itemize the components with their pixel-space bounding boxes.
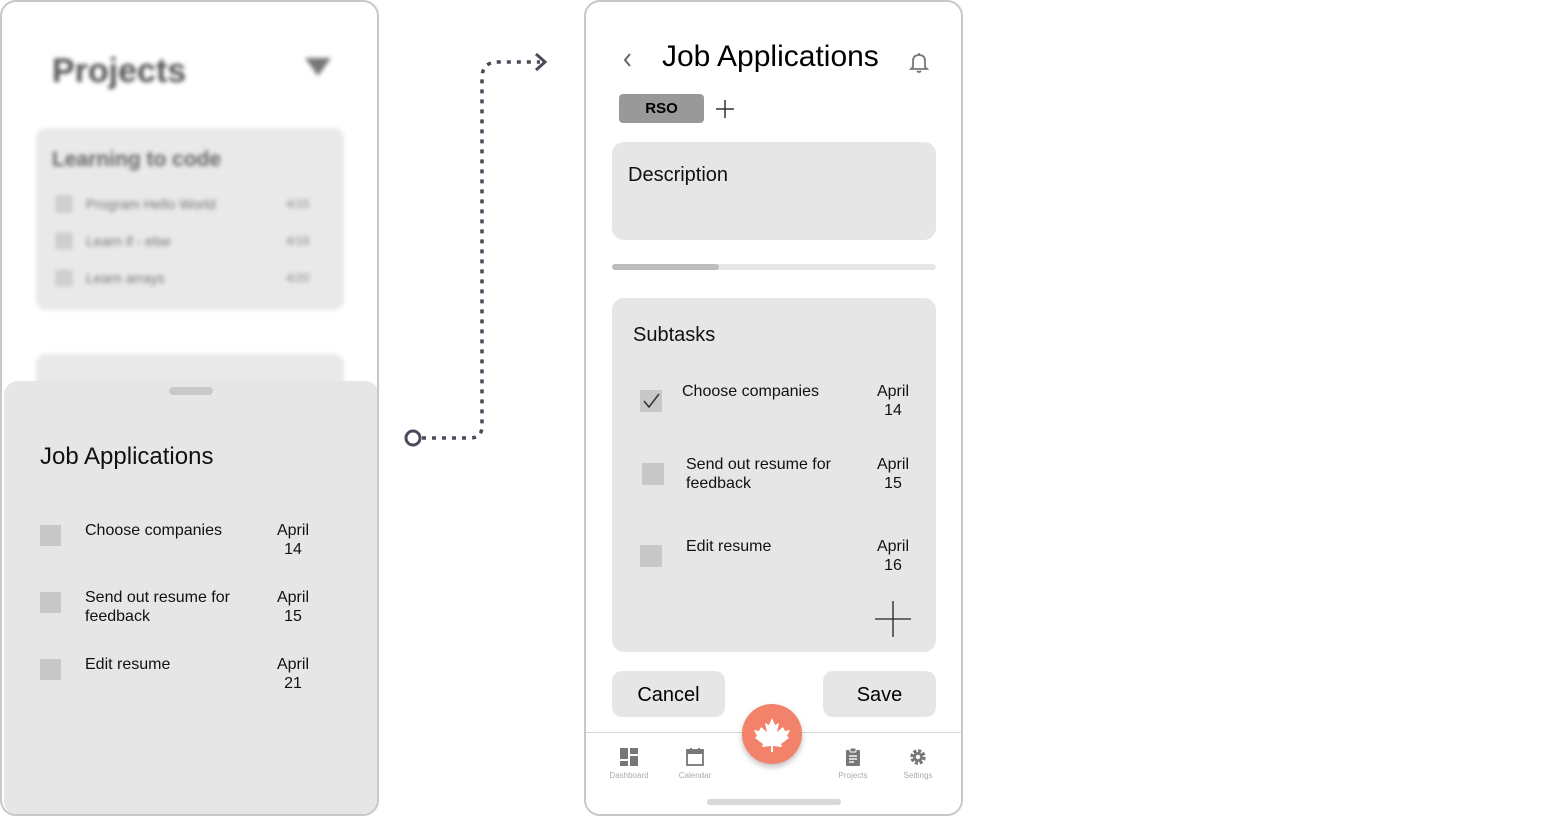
- gear-icon: [910, 749, 926, 765]
- nav-item-projects[interactable]: Projects: [823, 747, 883, 780]
- cancel-button[interactable]: Cancel: [612, 671, 725, 717]
- subtask-label: Send out resume for feedback: [686, 456, 831, 492]
- subtask-date: April 15: [876, 456, 909, 492]
- nav-item-settings[interactable]: Settings: [888, 747, 948, 780]
- subtask-date: April 21: [276, 656, 309, 692]
- nav-item-calendar[interactable]: Calendar: [665, 747, 725, 780]
- checkbox[interactable]: [40, 592, 61, 613]
- projects-title: Projects: [52, 52, 187, 90]
- checkbox[interactable]: [640, 545, 662, 567]
- subtask-label: Send out resume for feedback: [85, 589, 230, 625]
- save-button[interactable]: Save: [823, 671, 936, 717]
- job-applications-screen: Job Applications RSO Description Subtask…: [584, 0, 963, 816]
- list-item[interactable]: Learn arrays 4/20: [56, 268, 326, 288]
- back-chevron-icon[interactable]: [618, 50, 638, 70]
- subtask-label: Choose companies: [682, 383, 819, 400]
- subtasks-card: Subtasks Choose companies April 14 Send …: [612, 298, 936, 652]
- drag-handle[interactable]: [169, 387, 213, 395]
- bottom-sheet[interactable]: Job Applications Choose companies April …: [4, 381, 377, 814]
- dashboard-icon: [620, 748, 638, 766]
- subtask-label: Choose companies: [85, 522, 222, 539]
- subtask-date: April 16: [876, 538, 909, 574]
- fab-button[interactable]: [742, 704, 802, 764]
- page-title: Job Applications: [662, 40, 879, 73]
- progress-fill: [612, 264, 719, 270]
- add-subtask-icon[interactable]: [874, 600, 912, 638]
- tag-chip[interactable]: RSO: [619, 94, 704, 123]
- filter-icon[interactable]: [305, 58, 331, 76]
- flow-connector: [404, 52, 548, 447]
- subtask-label: Edit resume: [686, 538, 772, 555]
- description-label: Description: [628, 164, 729, 186]
- subtask-label: Edit resume: [85, 656, 171, 673]
- project-card-title: Learning to code: [52, 148, 222, 171]
- maple-leaf-icon: [754, 718, 790, 752]
- checkbox[interactable]: [56, 233, 72, 249]
- subtask-date: April 14: [276, 522, 309, 558]
- checkbox[interactable]: [40, 525, 61, 546]
- checkbox[interactable]: [56, 196, 72, 212]
- checkbox[interactable]: [56, 270, 72, 286]
- list-item[interactable]: Learn if - else 4/18: [56, 231, 326, 251]
- bell-icon[interactable]: [907, 50, 931, 74]
- clipboard-icon: [846, 747, 860, 766]
- subtasks-label: Subtasks: [633, 324, 716, 346]
- checkbox[interactable]: [40, 659, 61, 680]
- checkbox-checked[interactable]: [640, 390, 662, 412]
- subtask-date: April 14: [876, 383, 909, 419]
- nav-item-dashboard[interactable]: Dashboard: [599, 747, 659, 780]
- subtask-date: April 15: [276, 589, 309, 625]
- home-indicator: [707, 799, 841, 805]
- projects-screen: Projects Learning to code Program Hello …: [0, 0, 379, 816]
- checkbox[interactable]: [642, 463, 664, 485]
- add-tag-icon[interactable]: [714, 98, 736, 120]
- list-item[interactable]: Program Hello World 4/15: [56, 194, 326, 214]
- project-card[interactable]: Learning to code Program Hello World 4/1…: [36, 128, 344, 310]
- calendar-icon: [686, 748, 704, 766]
- description-card[interactable]: Description: [612, 142, 936, 240]
- sheet-title: Job Applications: [40, 443, 214, 470]
- progress-bar: [612, 264, 936, 270]
